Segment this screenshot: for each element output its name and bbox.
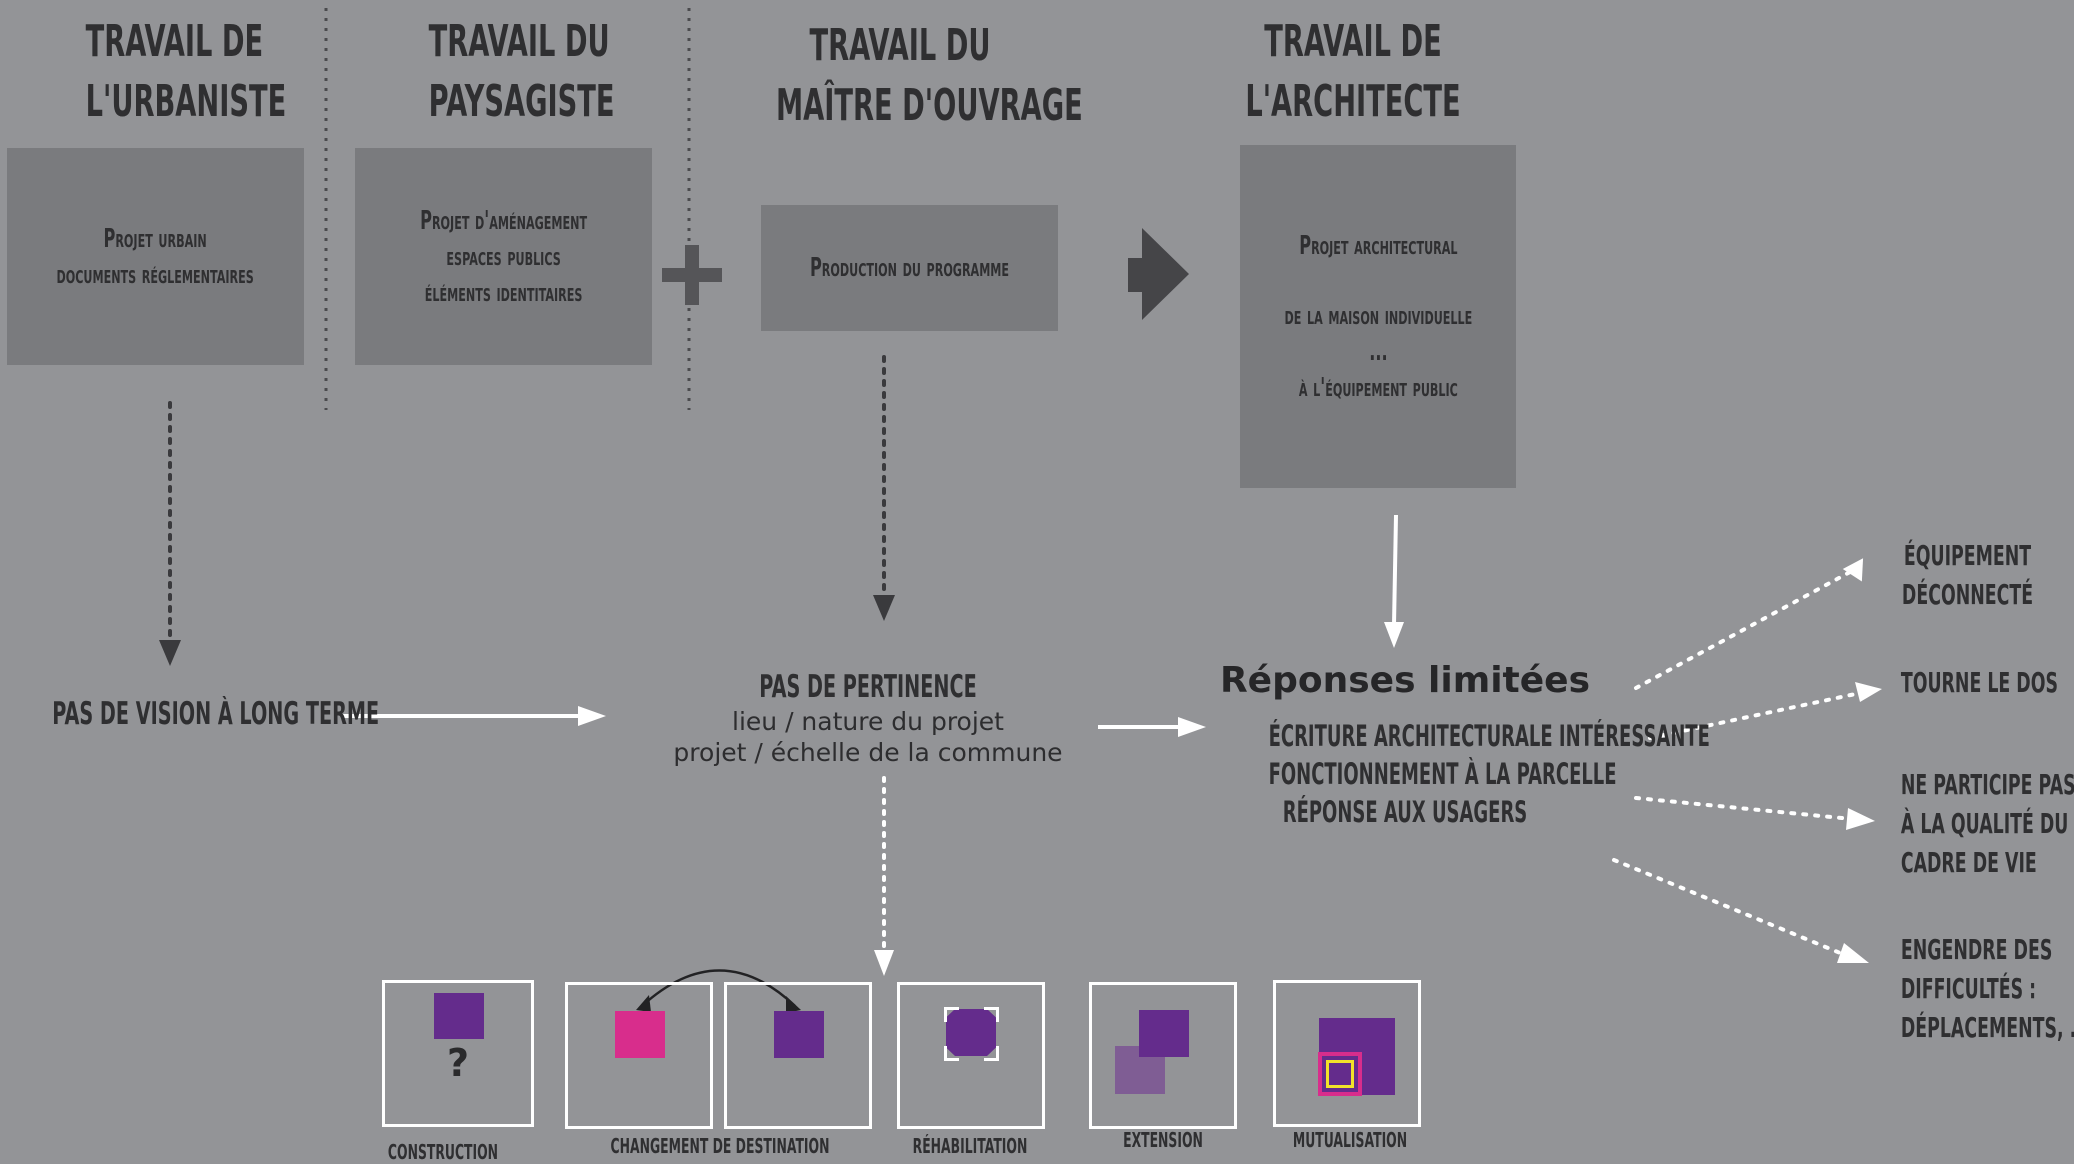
rehabilitation-label: RÉHABILITATION <box>912 1134 1028 1158</box>
changement-frame-left <box>565 982 713 1129</box>
pertinence-title: PAS DE PERTINENCE <box>759 669 977 705</box>
consequence-4-line3: DÉPLACEMENTS, ... <box>1900 1011 2074 1044</box>
box-maitre: Production du programme <box>761 205 1058 331</box>
pertinence-line1: lieu / nature du projet <box>732 707 1004 736</box>
box-urbaniste-line2: documents réglementaires <box>56 259 255 290</box>
vision-text: PAS DE VISION À LONG TERME <box>52 696 380 732</box>
consequence-1-line2: DÉCONNECTÉ <box>1901 578 2034 611</box>
rehabilitation-frame <box>897 982 1045 1129</box>
arrow-conseq-3 <box>1634 796 1854 821</box>
header-architecte: TRAVAIL DE L'ARCHITECTE <box>1229 12 1477 132</box>
construction-label: CONSTRUCTION <box>387 1140 499 1164</box>
changement-magenta-square-icon <box>615 1011 665 1058</box>
box-urbaniste-text: Projet urbain documents réglementaires <box>57 221 254 293</box>
consequence-3-line3: CADRE DE VIE <box>1900 846 2037 879</box>
rehab-corner-tl <box>944 1007 959 1022</box>
mutualisation-magenta-frame-icon <box>1318 1052 1362 1096</box>
arrow-actions-head <box>874 950 894 976</box>
box-paysagiste-line2: espaces publics <box>446 241 561 272</box>
consequence-4-line1: ENGENDRE DES <box>1900 933 2053 966</box>
box-architecte-line3: à l'équipement public <box>1298 372 1458 403</box>
header-architecte-line2: L'ARCHITECTE <box>1245 76 1461 127</box>
consequence-2: TOURNE LE DOS <box>1900 663 2058 702</box>
consequence-2-line1: TOURNE LE DOS <box>1900 666 2058 699</box>
construction-frame: ? <box>382 980 534 1127</box>
consequence-1-line1: ÉQUIPEMENT <box>1903 539 2032 572</box>
construction-square-icon <box>434 993 484 1039</box>
mutualisation-yellow-frame-icon <box>1326 1060 1354 1088</box>
consequence-4-line2: DIFFICULTÉS : <box>1900 972 2037 1005</box>
box-urbaniste: Projet urbain documents réglementaires <box>7 148 304 365</box>
reponses-line1: ÉCRITURE ARCHITECTURALE INTÉRESSANTE <box>1268 719 1710 753</box>
big-arrow-icon <box>1128 228 1189 320</box>
arrow-pertinence-head <box>1178 717 1206 737</box>
reponses-title: Réponses limitées <box>1219 660 1591 701</box>
changement-purple-square-icon <box>774 1011 824 1058</box>
box-architecte-ellipsis: ... <box>1368 336 1388 367</box>
box-urbaniste-line1: Projet urbain <box>103 223 208 254</box>
box-paysagiste: Projet d'aménagement espaces publics élé… <box>355 148 652 365</box>
arrow-maitre-head <box>873 595 895 621</box>
consequence-3: NE PARTICIPE PAS À LA QUALITÉ DU CADRE D… <box>1900 765 2074 882</box>
rehabilitation-square-icon <box>946 1009 996 1056</box>
reponses-block: Réponses limitées ÉCRITURE ARCHITECTURAL… <box>1185 655 1710 831</box>
mutualisation-label: MUTUALISATION <box>1292 1128 1408 1152</box>
arrow-vision-head <box>578 706 606 726</box>
swap-arc-head-left <box>636 995 651 1012</box>
extension-purple-square-icon <box>1139 1010 1189 1057</box>
swap-arc-head-right <box>786 996 801 1013</box>
box-maitre-text: Production du programme <box>810 250 1009 286</box>
arrow-conseq-2-head <box>1855 682 1882 702</box>
extension-frame <box>1089 982 1237 1129</box>
box-paysagiste-line1: Projet d'aménagement <box>420 205 587 236</box>
rehab-corner-br <box>984 1046 999 1061</box>
arrow-conseq-4 <box>1612 858 1847 957</box>
arrow-architecte-head <box>1384 622 1404 648</box>
box-architecte-text: Projet architectural de la maison indivi… <box>1284 228 1472 406</box>
box-paysagiste-text: Projet d'aménagement espaces publics élé… <box>420 203 587 311</box>
swap-arc-icon <box>641 969 796 1007</box>
header-maitre-line1: TRAVAIL DU <box>809 20 991 71</box>
arrow-urbaniste-head <box>159 640 181 666</box>
header-urbaniste-line1: TRAVAIL DE <box>85 16 264 67</box>
reponses-line2: FONCTIONNEMENT À LA PARCELLE <box>1268 757 1617 791</box>
changement-label: CHANGEMENT DE DESTINATION <box>610 1134 830 1158</box>
box-paysagiste-line3: éléments identitaires <box>424 277 583 308</box>
arrow-architecte-down <box>1392 514 1398 626</box>
consequence-1: ÉQUIPEMENT DÉCONNECTÉ <box>1901 536 2034 614</box>
construction-question-icon: ? <box>446 1041 470 1085</box>
pertinence-line2: projet / échelle de la commune <box>673 738 1063 767</box>
consequence-3-line1: NE PARTICIPE PAS <box>1900 768 2074 801</box>
box-architecte-line2: de la maison individuelle <box>1284 300 1472 331</box>
arrow-conseq-4-head <box>1837 943 1869 963</box>
consequence-4: ENGENDRE DES DIFFICULTÉS : DÉPLACEMENTS,… <box>1900 930 2074 1047</box>
arrow-conseq-1 <box>1634 570 1852 690</box>
plus-icon-v <box>685 245 699 305</box>
header-architecte-line1: TRAVAIL DE <box>1264 16 1442 67</box>
box-architecte-line1: Projet architectural <box>1298 230 1458 261</box>
arrow-conseq-3-head <box>1846 808 1875 830</box>
consequence-3-line2: À LA QUALITÉ DU <box>1900 807 2069 840</box>
arrow-conseq-2 <box>1648 691 1862 740</box>
rehab-corner-tr <box>984 1007 999 1022</box>
rehab-corner-bl <box>944 1046 959 1061</box>
pertinence-block: PAS DE PERTINENCE lieu / nature du proje… <box>628 668 1108 768</box>
reponses-line3: RÉPONSE AUX USAGERS <box>1282 795 1528 829</box>
changement-frame-right <box>724 982 872 1129</box>
extension-label: EXTENSION <box>1123 1128 1203 1152</box>
mutualisation-frame <box>1273 980 1421 1127</box>
box-architecte: Projet architectural de la maison indivi… <box>1240 145 1516 488</box>
arrow-conseq-1-head <box>1842 558 1864 582</box>
box-maitre-line1: Production du programme <box>809 253 1010 283</box>
